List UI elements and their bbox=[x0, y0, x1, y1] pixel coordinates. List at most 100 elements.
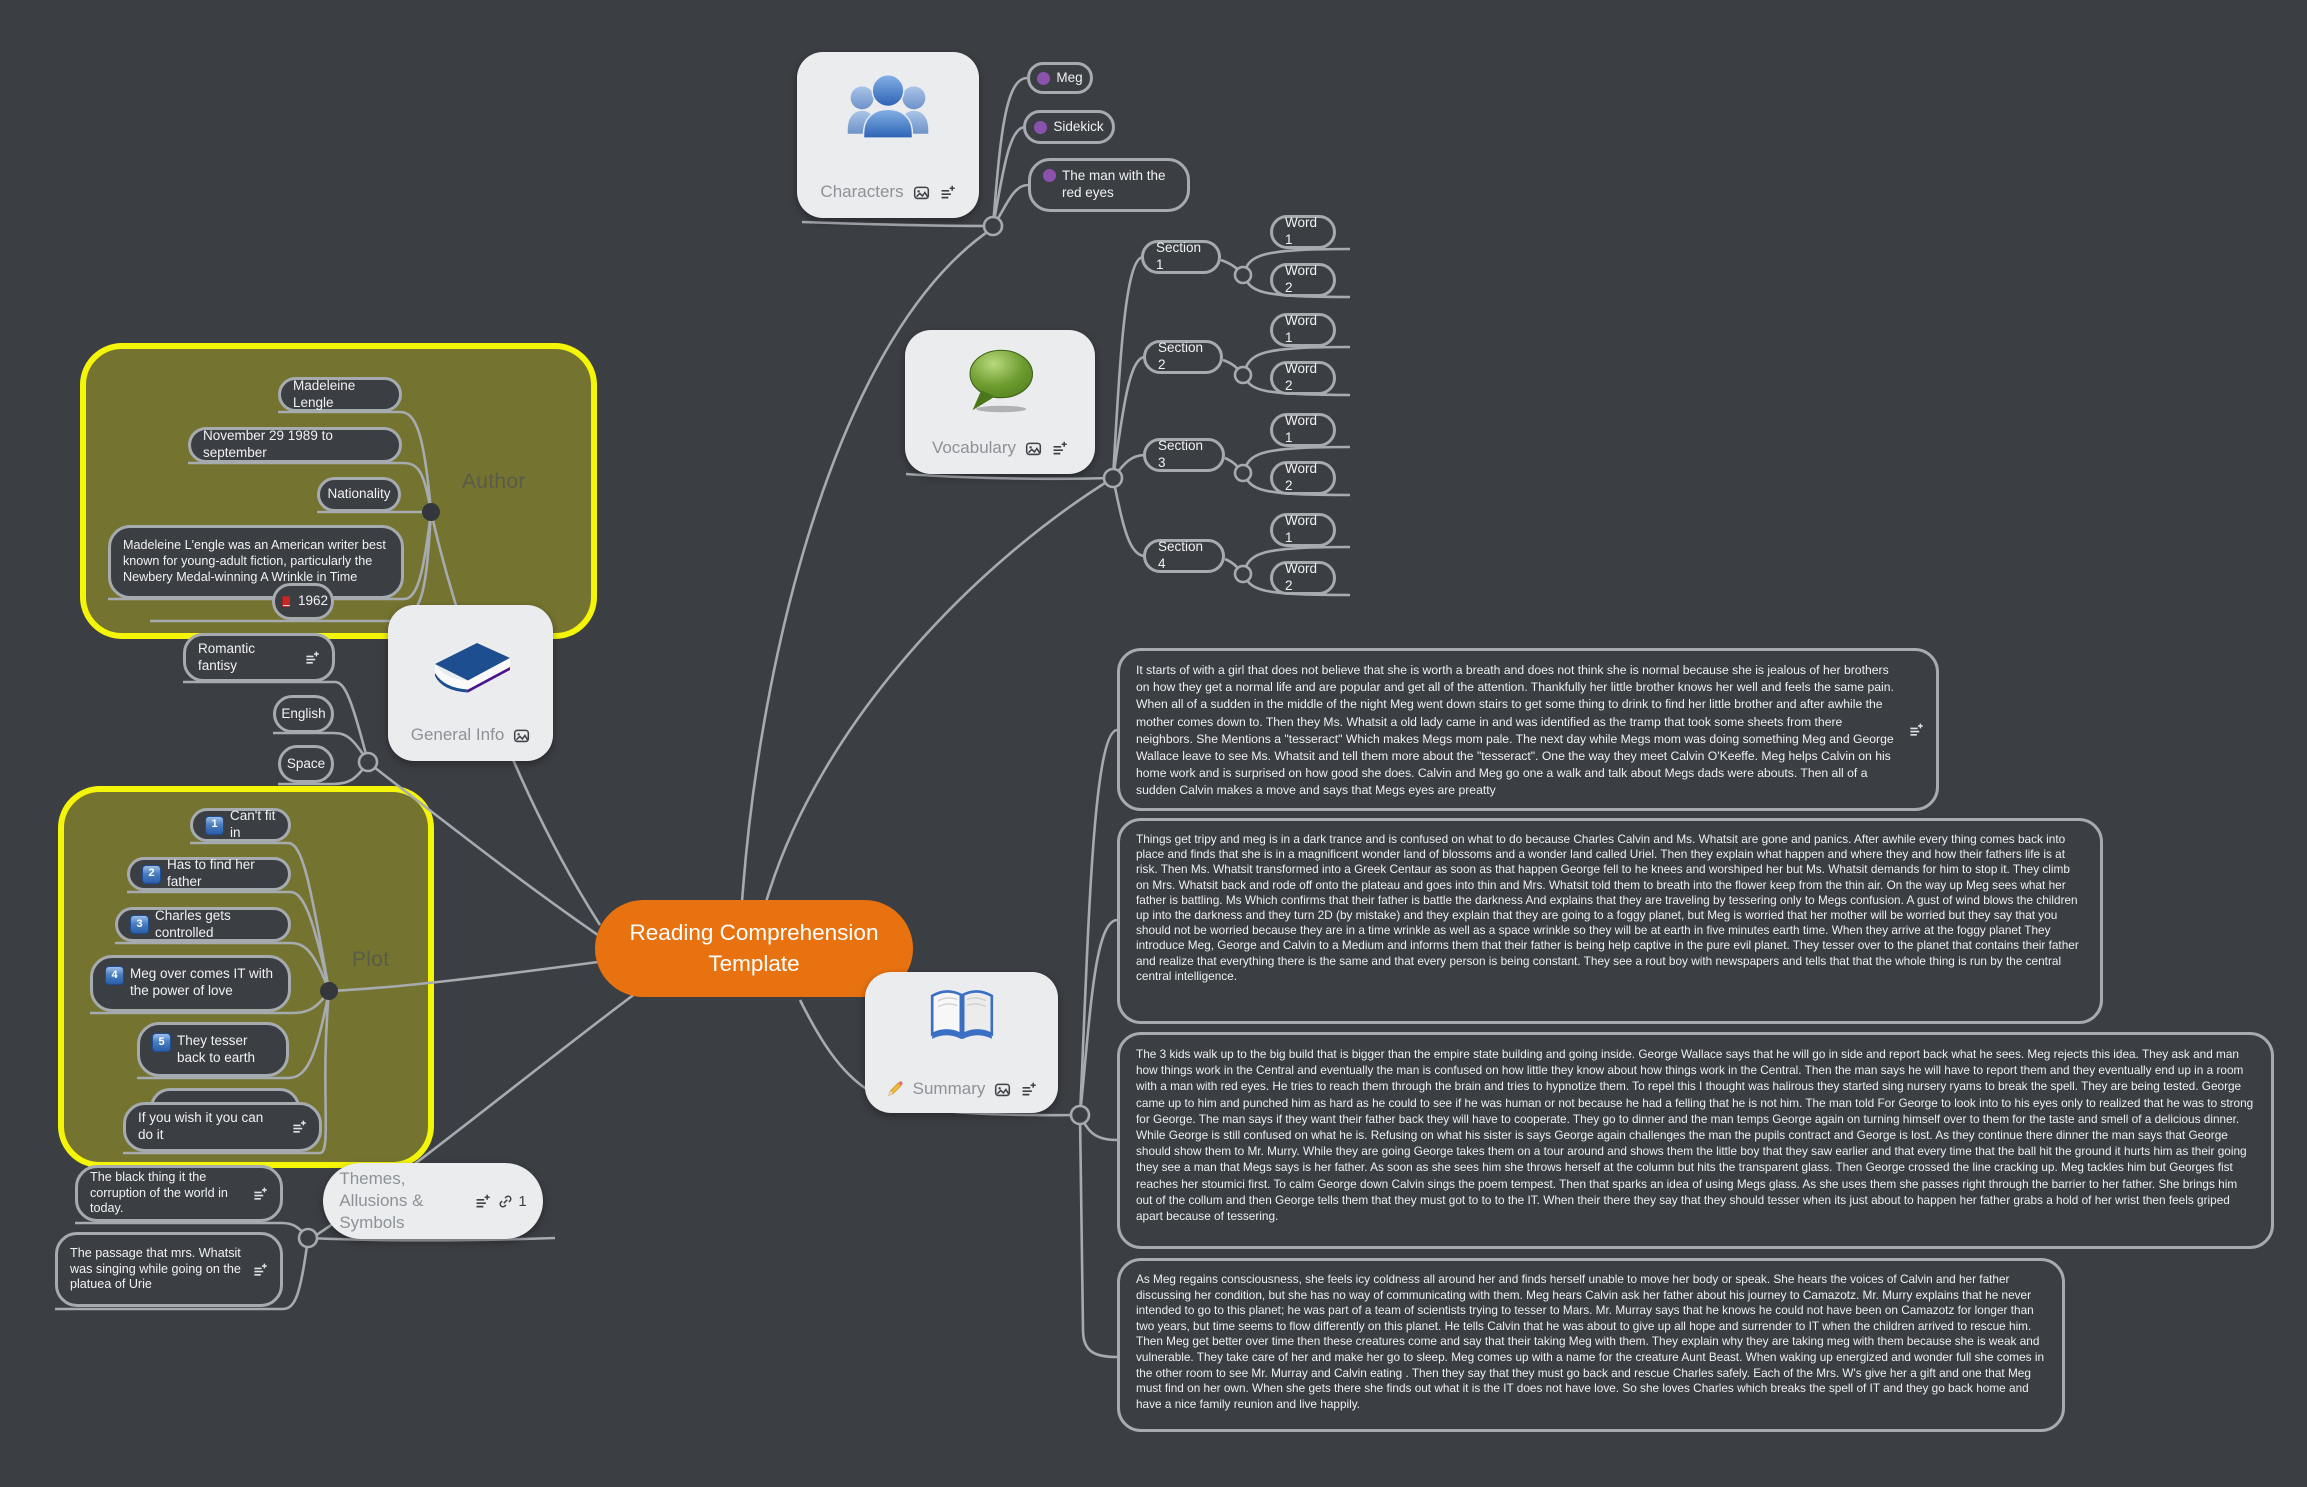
author-name: Madeleine Lengle bbox=[293, 377, 356, 410]
plot-item[interactable]: 2 Has to find her father bbox=[127, 857, 291, 891]
word-label: Word 1 bbox=[1285, 215, 1318, 247]
summary-paragraph-2[interactable]: Things get tripy and meg is in a dark tr… bbox=[1117, 818, 2103, 1024]
plot-extra-item[interactable]: If you wish it you can do it bbox=[123, 1102, 322, 1152]
word-node[interactable]: Word 1 bbox=[1270, 215, 1336, 249]
summary-paragraph-3[interactable]: The 3 kids walk up to the big build that… bbox=[1117, 1032, 2274, 1249]
section-node[interactable]: Section 2 bbox=[1143, 340, 1223, 374]
author-nationality: Nationality bbox=[327, 486, 391, 502]
note-icon[interactable] bbox=[1908, 722, 1924, 738]
author-nationality-node[interactable]: Nationality bbox=[317, 477, 401, 512]
language-label: English bbox=[281, 705, 326, 721]
summary-node[interactable]: Summary bbox=[865, 972, 1058, 1113]
author-year: 1962 bbox=[297, 593, 329, 609]
summary-paragraph-1[interactable]: It starts of with a girl that does not b… bbox=[1117, 648, 1939, 811]
theme-item[interactable]: The passage that mrs. Whatsit was singin… bbox=[55, 1232, 283, 1307]
summary-paragraph-text: It starts of with a girl that does not b… bbox=[1136, 663, 1894, 798]
note-icon[interactable] bbox=[1051, 440, 1068, 457]
red-book-icon bbox=[278, 595, 292, 609]
author-name-node[interactable]: Madeleine Lengle bbox=[278, 377, 402, 412]
word-node[interactable]: Word 2 bbox=[1270, 561, 1336, 595]
word-label: Word 1 bbox=[1285, 313, 1318, 345]
note-icon[interactable] bbox=[474, 1193, 491, 1210]
characters-label: Characters bbox=[820, 182, 904, 201]
author-bio-node[interactable]: Madeleine L'engle was an American writer… bbox=[108, 525, 404, 599]
themes-node[interactable]: Themes, Allusions & Symbols 1 bbox=[323, 1163, 543, 1239]
summary-paragraph-text: As Meg regains consciousness, she feels … bbox=[1136, 1272, 2045, 1411]
character-item[interactable]: Sidekick bbox=[1023, 110, 1115, 144]
word-label: Word 2 bbox=[1285, 561, 1318, 593]
plot-item[interactable]: 4 Meg over comes IT with the power of lo… bbox=[90, 955, 291, 1012]
central-topic-label: Reading Comprehension Template bbox=[629, 920, 879, 976]
character-item[interactable]: The man with the red eyes bbox=[1028, 158, 1190, 212]
image-icon[interactable] bbox=[913, 184, 930, 201]
link-count: 1 bbox=[518, 1192, 527, 1210]
central-topic[interactable]: Reading Comprehension Template bbox=[595, 900, 913, 997]
word-label: Word 1 bbox=[1285, 513, 1318, 545]
plot-item[interactable]: 3 Charles gets controlled bbox=[115, 907, 291, 942]
word-node[interactable]: Word 2 bbox=[1270, 263, 1336, 297]
section-node[interactable]: Section 4 bbox=[1143, 539, 1225, 573]
plot-item-label: Meg over comes IT with the power of love bbox=[130, 966, 274, 998]
language-node[interactable]: English bbox=[273, 695, 334, 733]
plot-item[interactable]: 5 They tesser back to earth bbox=[137, 1022, 289, 1077]
section-node[interactable]: Section 1 bbox=[1141, 240, 1221, 274]
word-node[interactable]: Word 1 bbox=[1270, 413, 1336, 447]
vocabulary-node[interactable]: Vocabulary bbox=[905, 330, 1095, 474]
section-label: Section 1 bbox=[1156, 240, 1202, 272]
plot-item-label: They tesser back to earth bbox=[177, 1033, 256, 1065]
author-dates: November 29 1989 to september bbox=[203, 428, 333, 460]
note-icon[interactable] bbox=[939, 184, 956, 201]
note-icon[interactable] bbox=[304, 650, 320, 666]
section-label: Section 3 bbox=[1158, 438, 1204, 470]
author-dates-node[interactable]: November 29 1989 to september bbox=[188, 427, 402, 463]
image-icon[interactable] bbox=[1025, 440, 1042, 457]
setting-node[interactable]: Space bbox=[278, 745, 334, 783]
speech-bubble-icon bbox=[959, 344, 1041, 414]
section-node[interactable]: Section 3 bbox=[1143, 438, 1225, 472]
note-icon[interactable] bbox=[252, 1262, 268, 1278]
section-label: Section 2 bbox=[1158, 340, 1204, 372]
word-node[interactable]: Word 1 bbox=[1270, 513, 1336, 547]
theme-item-label: The passage that mrs. Whatsit was singin… bbox=[70, 1245, 241, 1292]
note-icon[interactable] bbox=[252, 1186, 268, 1202]
section-label: Section 4 bbox=[1158, 539, 1204, 571]
summary-paragraph-4[interactable]: As Meg regains consciousness, she feels … bbox=[1117, 1258, 2065, 1432]
people-icon bbox=[842, 66, 934, 144]
character-item[interactable]: Meg bbox=[1027, 62, 1093, 94]
plot-group-label[interactable]: Plot bbox=[352, 948, 390, 971]
vocabulary-label: Vocabulary bbox=[931, 438, 1017, 457]
priority-3-icon: 3 bbox=[130, 915, 149, 934]
image-icon[interactable] bbox=[513, 727, 530, 744]
word-node[interactable]: Word 2 bbox=[1270, 461, 1336, 495]
image-icon[interactable] bbox=[994, 1081, 1011, 1098]
note-icon[interactable] bbox=[1020, 1081, 1037, 1098]
priority-5-icon: 5 bbox=[152, 1033, 171, 1052]
character-label: Meg bbox=[1056, 69, 1083, 85]
theme-item-label: The black thing it the corruption of the… bbox=[90, 1169, 228, 1216]
priority-1-icon: 1 bbox=[205, 815, 224, 835]
plot-item[interactable]: 1 Can't fit in bbox=[190, 808, 291, 842]
word-label: Word 2 bbox=[1285, 461, 1318, 493]
author-bio: Madeleine L'engle was an American writer… bbox=[123, 538, 386, 584]
word-label: Word 2 bbox=[1285, 263, 1318, 295]
pencil-icon bbox=[886, 1080, 904, 1098]
summary-paragraph-text: The 3 kids walk up to the big build that… bbox=[1136, 1047, 2254, 1224]
priority-4-icon: 4 bbox=[105, 966, 124, 985]
theme-item[interactable]: The black thing it the corruption of the… bbox=[75, 1165, 283, 1222]
setting-label: Space bbox=[286, 755, 326, 771]
note-icon[interactable] bbox=[291, 1119, 307, 1135]
plot-item-label: Charles gets controlled bbox=[155, 907, 231, 940]
link-icon[interactable] bbox=[497, 1193, 514, 1210]
characters-node[interactable]: Characters bbox=[797, 52, 979, 218]
purple-dot-icon bbox=[1037, 71, 1051, 85]
genre-node[interactable]: Romantic fantisy bbox=[183, 633, 335, 682]
word-node[interactable]: Word 1 bbox=[1270, 313, 1336, 347]
author-year-node[interactable]: 1962 bbox=[272, 583, 334, 620]
author-group-label[interactable]: Author bbox=[462, 470, 526, 493]
character-label: The man with the red eyes bbox=[1062, 168, 1166, 200]
word-node[interactable]: Word 2 bbox=[1270, 361, 1336, 395]
general-info-node[interactable]: General Info bbox=[388, 605, 553, 761]
plot-item-label: Has to find her father bbox=[167, 857, 255, 889]
open-book-icon bbox=[923, 984, 1001, 1046]
